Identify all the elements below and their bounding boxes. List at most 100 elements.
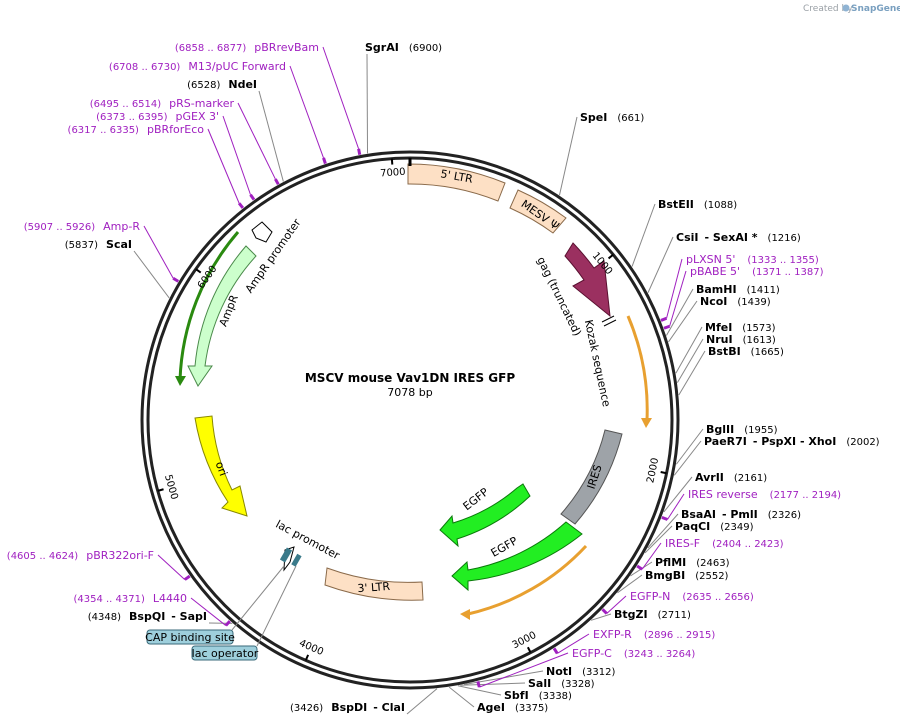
primer-leader: [190, 597, 227, 626]
enzyme-leader: [668, 300, 698, 343]
enzyme-label[interactable]: NruI(1613): [706, 333, 776, 346]
enzyme-label[interactable]: CsiI- SexAI *(1216): [676, 231, 801, 244]
enzyme-label[interactable]: AvrII(2161): [695, 471, 767, 484]
lac-operator-label: lac operator: [192, 647, 259, 660]
enzyme-leader: [644, 525, 673, 554]
enzyme-leader: [631, 203, 656, 267]
feature-label-5ltr: 5' LTR: [439, 167, 474, 186]
enzyme-leader: [675, 428, 704, 465]
feature-kozak-mark1: [601, 315, 615, 323]
enzyme-label[interactable]: (6528)NdeI: [187, 78, 257, 91]
enzyme-label[interactable]: PaeR7I- PspXI - XhoI(2002): [704, 435, 880, 448]
enzyme-label[interactable]: BmgBI(2552): [645, 569, 729, 582]
feature-mesv-psi[interactable]: [509, 189, 567, 234]
enzyme-label[interactable]: PflMI(2463): [655, 556, 730, 569]
primer-label[interactable]: (6373 .. 6395)pGEX 3': [96, 110, 219, 123]
enzyme-label[interactable]: NcoI(1439): [700, 295, 771, 308]
enzyme-leader: [617, 574, 643, 594]
orf-arrowhead-gold-2: [460, 609, 470, 620]
primer-label[interactable]: (6708 .. 6730)M13/pUC Forward: [109, 60, 286, 73]
tick-label: 2000: [645, 457, 661, 484]
primer-label[interactable]: EXFP-R(2896 .. 2915): [593, 628, 715, 641]
enzyme-leader: [448, 686, 475, 708]
enzyme-label[interactable]: SgrAI(6900): [365, 41, 442, 54]
tick-mark: [304, 654, 310, 661]
primer-leader: [479, 652, 569, 688]
enzyme-leader: [666, 288, 694, 336]
primer-label[interactable]: (6495 .. 6514)pRS-marker: [90, 97, 235, 110]
primer-mark: [601, 608, 608, 615]
enzyme-label[interactable]: AgeI(3375): [477, 701, 548, 714]
snapgene-logo-icon: [842, 4, 850, 12]
tick-label: 6000: [196, 264, 220, 291]
feature-egfp-outer[interactable]: [451, 521, 583, 592]
enzyme-label[interactable]: (4348)BspQI- SapI: [88, 610, 207, 623]
enzyme-label[interactable]: SpeI(661): [580, 111, 644, 124]
enzyme-leader: [406, 688, 438, 715]
feature-ampr-promoter[interactable]: [251, 221, 273, 243]
enzyme-label[interactable]: BstBI(1665): [708, 345, 784, 358]
feature-egfp-inner[interactable]: [439, 483, 531, 548]
cap-binding-site-box[interactable]: [146, 629, 234, 645]
primer-mark: [357, 148, 362, 156]
feature-ampr[interactable]: [187, 245, 257, 387]
orf-arrowhead-gold-1: [641, 418, 652, 428]
enzyme-label[interactable]: (3426)BspDI- ClaI: [290, 701, 405, 714]
enzyme-label[interactable]: PaqCI(2349): [675, 520, 754, 533]
enzyme-leader: [590, 613, 612, 621]
primer-label[interactable]: (5907 .. 5926)Amp-R: [24, 220, 141, 233]
primer-leader: [207, 128, 240, 204]
primer-leader: [606, 595, 627, 614]
enzyme-label[interactable]: SbfI(3338): [504, 689, 572, 702]
tick-mark: [660, 471, 667, 475]
primer-mark: [660, 316, 668, 322]
map-title: MSCV mouse Vav1DN IRES GFP: [305, 371, 515, 385]
lac-operator-mark: [291, 553, 302, 567]
enzyme-leader: [133, 250, 170, 299]
enzyme-label[interactable]: SalI(3328): [528, 677, 595, 690]
enzyme-label[interactable]: BglII(1955): [706, 423, 778, 436]
enzyme-label[interactable]: MfeI(1573): [705, 321, 776, 334]
feature-3ltr[interactable]: [324, 567, 424, 601]
snapgene-logo: SnapGene: [851, 4, 900, 14]
enzyme-label[interactable]: BstEII(1088): [658, 198, 737, 211]
feature-ori[interactable]: [194, 415, 248, 517]
primer-leader: [237, 102, 276, 180]
tick-mark: [526, 646, 532, 654]
enzyme-leader: [559, 116, 578, 196]
enzyme-leader: [457, 685, 502, 696]
primer-label[interactable]: pBABE 5'(1371 .. 1387): [690, 265, 824, 278]
primer-label[interactable]: (6858 .. 6877)pBRrevBam: [175, 41, 319, 54]
primer-label[interactable]: EGFP-C(3243 .. 3264): [572, 647, 695, 660]
feature-ires[interactable]: [560, 429, 623, 525]
primer-leader: [222, 115, 251, 195]
feature-gag-truncated[interactable]: [564, 242, 611, 318]
primer-mark: [224, 620, 231, 627]
primer-mark: [183, 574, 191, 581]
primer-label[interactable]: pLXSN 5'(1333 .. 1355): [686, 253, 819, 266]
enzyme-label[interactable]: BsaAI- PmlI(2326): [681, 508, 801, 521]
primer-leader: [322, 46, 360, 149]
credit-text: Created by: [803, 4, 853, 14]
enzyme-label[interactable]: BtgZI(2711): [614, 608, 691, 621]
primer-label[interactable]: EGFP-N(2635 .. 2656): [630, 590, 754, 603]
map-length: 7078 bp: [387, 386, 432, 399]
tick-label: 5000: [162, 473, 179, 500]
enzyme-leader: [647, 513, 679, 549]
primer-label[interactable]: (4605 .. 4624)pBR322ori-F: [7, 549, 154, 562]
feature-label-kozak: Kozak sequence: [582, 318, 613, 408]
primer-leader: [289, 65, 324, 159]
enzyme-label[interactable]: (5837)ScaI: [65, 238, 132, 251]
feature-label-3ltr: 3' LTR: [357, 580, 391, 595]
lac-operator-box[interactable]: [191, 645, 258, 661]
enzyme-leader: [676, 338, 704, 383]
enzyme-label[interactable]: BamHI(1411): [696, 283, 780, 296]
primer-label[interactable]: IRES reverse(2177 .. 2194): [688, 488, 841, 501]
feature-5ltr[interactable]: [407, 163, 506, 202]
primer-mark: [552, 647, 559, 655]
primer-label[interactable]: (4354 .. 4371)L4440: [73, 592, 187, 605]
primer-label[interactable]: (6317 .. 6335)pBRforEco: [68, 123, 205, 136]
primer-label[interactable]: IRES-F(2404 .. 2423): [665, 537, 784, 550]
enzyme-label[interactable]: NotI(3312): [546, 665, 615, 678]
